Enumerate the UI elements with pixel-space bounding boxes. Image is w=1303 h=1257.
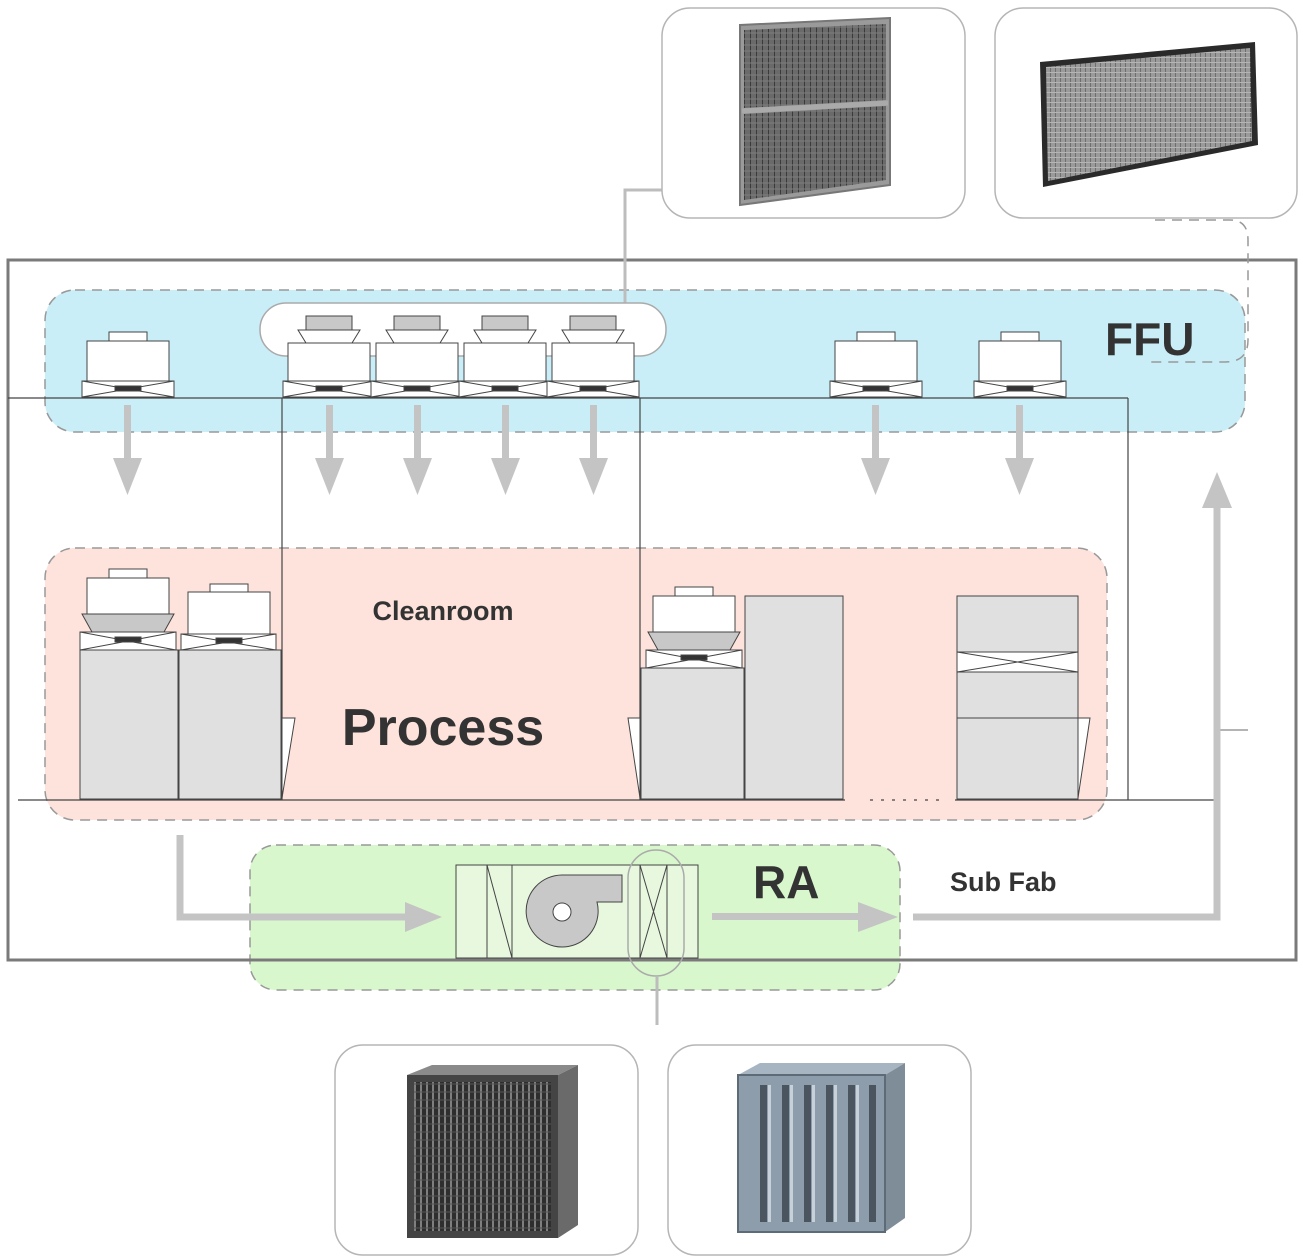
down-arrow [491, 405, 520, 495]
centrifugal-fan-icon [525, 874, 623, 948]
process-tool-middle [627, 586, 844, 800]
ffu-unit-6 [458, 315, 552, 398]
hepa-connector-line [1150, 219, 1249, 363]
ffu-label: FFU [1105, 313, 1194, 365]
photo-card-panel-filter [661, 7, 966, 219]
down-arrow [403, 405, 432, 495]
supply-riser-path [913, 505, 1221, 921]
ffu-group [282, 315, 640, 398]
ffu-unit-7 [546, 315, 640, 398]
down-arrow [315, 405, 344, 495]
photo-card-hepa-filter [994, 7, 1298, 219]
return-air-path [176, 835, 410, 921]
photo-card-v-bank-filter [667, 1044, 972, 1256]
down-arrow [1005, 405, 1034, 495]
downflow-arrows [113, 405, 1034, 495]
down-arrow [861, 405, 890, 495]
panel-filter-icon [739, 16, 891, 207]
hepa-filter-icon [1040, 42, 1258, 187]
up-arrow [1202, 472, 1232, 508]
photo-card-box-filter [334, 1044, 639, 1256]
building-frame [6, 258, 1298, 962]
right-arrow [858, 902, 898, 932]
ffu-unit-5 [370, 315, 464, 398]
process-label: Process [342, 699, 544, 757]
right-arrow [405, 902, 442, 932]
down-arrow [579, 405, 608, 495]
sub-fab-label: Sub Fab [950, 867, 1057, 897]
process-tool-right [956, 595, 1091, 800]
ra-out-arrow-shaft [712, 913, 862, 920]
process-tool-left [79, 568, 296, 800]
panel-connector-line [623, 188, 662, 305]
box-filter-icon [407, 1065, 578, 1238]
ra-label: RA [753, 856, 819, 908]
cleanroom-label: Cleanroom [372, 596, 513, 626]
down-arrow [113, 405, 142, 495]
ffu-unit-2 [829, 331, 923, 398]
ffu-unit-1 [81, 331, 175, 398]
ffu-unit-3 [973, 331, 1067, 398]
v-bank-filter-icon [737, 1063, 905, 1233]
filter-highlight [627, 849, 685, 977]
